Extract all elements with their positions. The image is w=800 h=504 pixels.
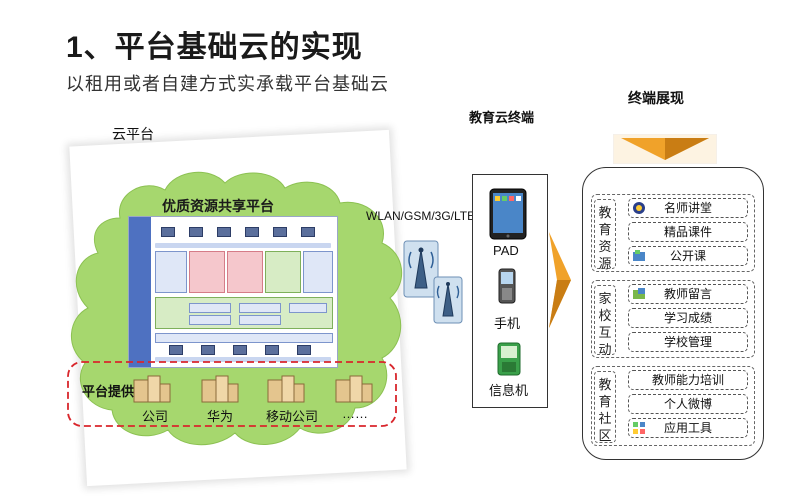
antenna-icon: [403, 240, 439, 298]
message-icon: [633, 288, 645, 299]
group-title: 家校互动: [594, 285, 616, 357]
building-icon: [335, 375, 373, 403]
building-icon: [201, 375, 239, 403]
item-teacher-message[interactable]: 教师留言: [628, 284, 748, 304]
page-title: 1、平台基础云的实现: [66, 31, 363, 64]
item-school-management[interactable]: 学校管理: [628, 332, 748, 352]
down-arrow-icon: [613, 134, 717, 164]
group-education-resources: 教育资源 名师讲堂 精品课件 公开课: [591, 194, 755, 272]
item-personal-microblog[interactable]: 个人微博: [628, 394, 748, 414]
item-open-class[interactable]: 公开课: [628, 246, 748, 266]
cloud-platform-label: 云平台: [112, 126, 154, 142]
tablet-icon: [489, 188, 527, 240]
group-title: 教育社区: [594, 371, 616, 443]
phone-icon: [498, 268, 516, 304]
display-label: 终端展现: [628, 90, 684, 106]
provider-company: 公司: [142, 409, 169, 424]
group-home-school-interaction: 家校互动 教师留言 学习成绩 学校管理: [591, 280, 755, 358]
antenna-icon: [433, 276, 463, 324]
provider-huawei: 华为: [207, 409, 234, 424]
info-terminal-icon: [497, 342, 521, 376]
platform-label: 优质资源共享平台: [162, 198, 274, 214]
item-teacher-training[interactable]: 教师能力培训: [628, 370, 748, 390]
right-arrow-icon: [549, 232, 571, 328]
lecture-icon: [633, 202, 645, 214]
providers-dashed-box: [67, 361, 397, 427]
tools-icon: [633, 422, 645, 434]
page-subtitle: 以租用或者自建方式实承载平台基础云: [66, 74, 389, 94]
device-phone: 手机: [494, 316, 521, 331]
item-learning-grades[interactable]: 学习成绩: [628, 308, 748, 328]
device-pad: PAD: [493, 243, 519, 258]
open-class-icon: [633, 250, 645, 261]
provider-more: ……: [342, 406, 368, 421]
device-info-terminal: 信息机: [489, 383, 529, 398]
group-education-community: 教育社区 教师能力培训 个人微博 应用工具: [591, 366, 755, 446]
building-icon: [133, 375, 171, 403]
network-label: WLAN/GSM/3G/LTE: [366, 209, 476, 223]
item-application-tools[interactable]: 应用工具: [628, 418, 748, 438]
terminal-label: 教育云终端: [469, 110, 535, 125]
provider-mobile: 移动公司: [266, 409, 319, 424]
group-title: 教育资源: [594, 199, 616, 271]
platform-architecture-image: [128, 216, 338, 368]
building-icon: [267, 375, 305, 403]
item-quality-courseware[interactable]: 精品课件: [628, 222, 748, 242]
item-famous-teacher-lecture[interactable]: 名师讲堂: [628, 198, 748, 218]
providers-label: 平台提供商: [82, 384, 148, 399]
display-panel: 教育资源 名师讲堂 精品课件 公开课 家校互动 教师留言 学习成绩 学校管理: [582, 167, 764, 460]
